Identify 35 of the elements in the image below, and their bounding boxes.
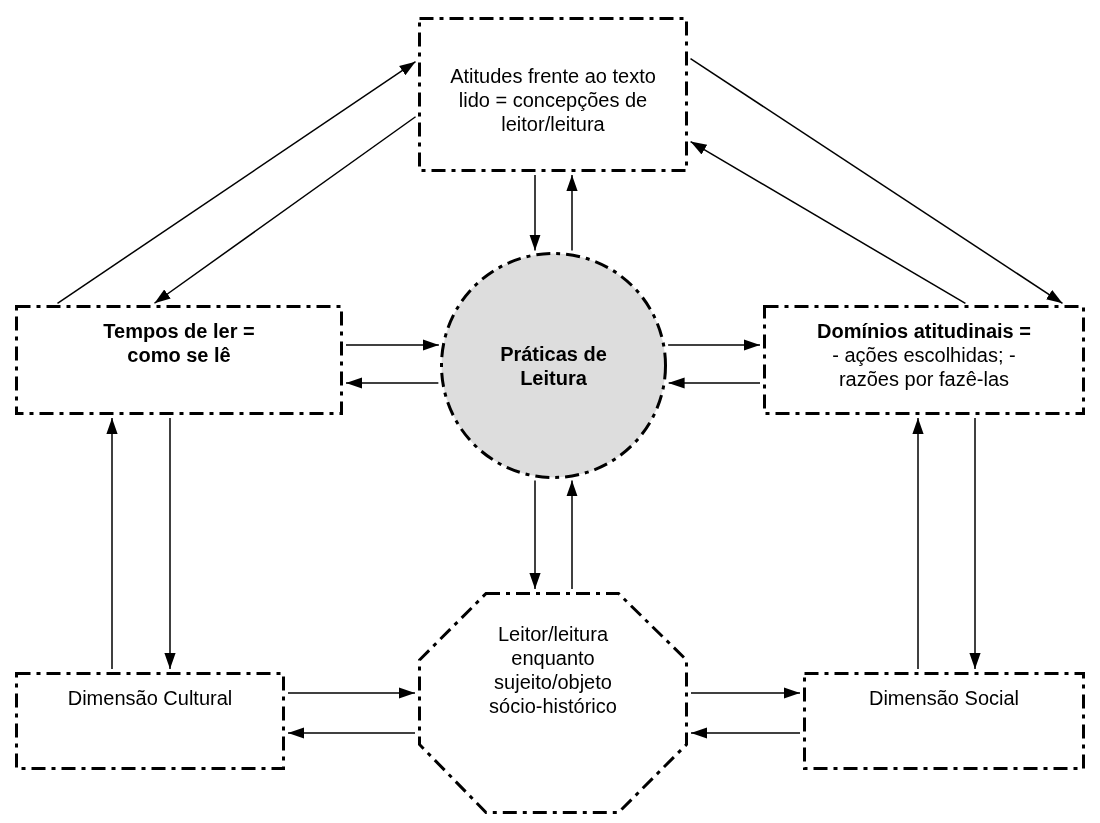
node-text: Dimensão Cultural — [67, 686, 233, 710]
node-text: Dimensão Social — [868, 686, 1020, 710]
process-box — [803, 672, 1085, 770]
arrow — [969, 417, 981, 670]
node-text: - ações escolhidas; - razões por fazê-las — [831, 343, 1017, 391]
octagon-node — [418, 592, 688, 814]
arrow — [529, 479, 541, 590]
node-text: Leitor/leitura enquanto sujeito/objeto sócio-histórico — [488, 622, 618, 718]
arrow — [287, 687, 416, 699]
arrow — [690, 687, 801, 699]
process-box — [15, 672, 285, 770]
arrow — [566, 479, 578, 590]
circle-node — [440, 252, 667, 479]
arrow — [56, 60, 417, 305]
arrow — [566, 174, 578, 252]
arrow — [106, 417, 118, 670]
arrow — [345, 339, 440, 351]
arrow — [689, 57, 1064, 305]
process-box — [15, 305, 343, 415]
arrow — [690, 727, 801, 739]
arrow — [287, 727, 416, 739]
node-text: Atitudes frente ao texto lido = concepções de leitor/leitura — [449, 63, 657, 136]
arrow — [667, 377, 761, 389]
process-box — [418, 17, 688, 172]
process-box — [763, 305, 1085, 415]
arrow — [667, 339, 761, 351]
arrow — [689, 140, 967, 305]
arrow — [153, 116, 417, 304]
node-heading: Práticas de Leitura — [499, 341, 608, 390]
node-heading: Tempos de ler = como se lê — [102, 319, 256, 367]
arrow — [164, 417, 176, 670]
node-heading: Domínios atitudinais = — [817, 319, 1031, 343]
arrow — [529, 174, 541, 252]
arrow — [912, 417, 924, 670]
arrow — [345, 377, 440, 389]
